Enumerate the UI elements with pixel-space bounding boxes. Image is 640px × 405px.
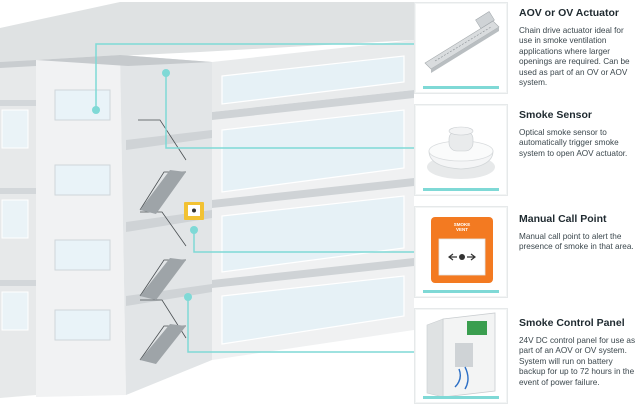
actuator-title: AOV or OV Actuator <box>519 7 619 19</box>
chain-actuator-icon <box>424 11 500 73</box>
smoke-sensor-icon <box>427 126 495 179</box>
call-point-card: Manual Call Point Manual call point to a… <box>519 213 637 253</box>
smoke-sensor-thumbnail <box>414 104 508 196</box>
smoke-sensor-title: Smoke Sensor <box>519 109 592 121</box>
call-point-thumbnail: SMOKE VENT <box>414 206 508 298</box>
smoke-sensor-description: Optical smoke sensor to automatically tr… <box>519 128 628 158</box>
smoke-sensor-card: Smoke Sensor Optical smoke sensor to aut… <box>519 109 637 159</box>
call-point-title: Manual Call Point <box>519 213 607 225</box>
actuator-thumbnail <box>414 2 508 94</box>
control-panel-card: Smoke Control Panel 24V DC control panel… <box>519 317 637 388</box>
connector-lines <box>95 43 414 353</box>
connector-dots <box>92 69 198 301</box>
actuator-card: AOV or OV Actuator Chain drive actuator … <box>519 7 637 88</box>
building-call-point <box>184 202 204 220</box>
left-wing-windows <box>1 109 29 331</box>
control-panel-icon <box>426 312 496 398</box>
manual-call-point-icon <box>431 217 493 283</box>
control-panel-description: 24V DC control panel for use as part of … <box>519 336 636 387</box>
call-point-label: SMOKE VENT <box>453 222 471 232</box>
actuator-description: Chain drive actuator ideal for use in sm… <box>519 26 630 88</box>
tower-windows <box>54 89 111 341</box>
call-point-description: Manual call point to alert the presence … <box>519 232 634 252</box>
control-panel-title: Smoke Control Panel <box>519 317 625 329</box>
control-panel-thumbnail <box>414 308 508 404</box>
building-roof <box>0 2 414 62</box>
right-wing-windows <box>221 55 405 345</box>
